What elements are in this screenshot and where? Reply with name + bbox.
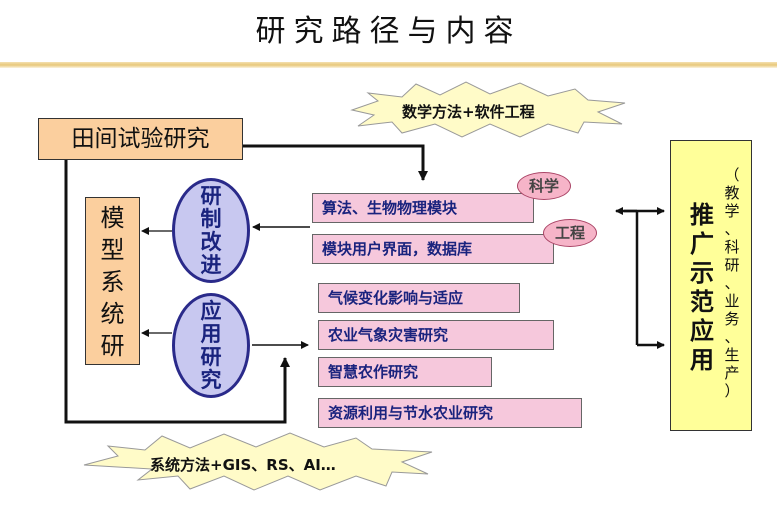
promo-sub-char: 产 (724, 364, 740, 382)
promo-sub-char: 、 (724, 328, 740, 346)
apply-item-box: 农业气象灾害研究 (318, 320, 554, 350)
promo-sub-char: 业 (724, 292, 740, 310)
field-study-box: 田间试验研究 (38, 118, 243, 160)
math-software-label: 数学方法+软件工程 (402, 103, 535, 121)
algorithm-module-box: 算法、生物物理模块 (312, 193, 534, 223)
model-char: 统 (100, 300, 125, 328)
promo-char: 推 (690, 201, 714, 229)
title-divider (0, 62, 777, 68)
develop-char: 制 (200, 207, 222, 231)
science-tag: 科学 (517, 172, 571, 200)
promo-char: 示 (690, 259, 714, 287)
apply-char: 研 (200, 345, 222, 369)
application-research-ellipse: 应 用 研 究 (172, 293, 250, 398)
system-methods-label: 系统方法+GIS、RS、AI… (150, 456, 336, 474)
apply-item-box: 气候变化影响与适应 (318, 283, 520, 313)
promo-sub-char: 生 (724, 346, 740, 364)
apply-item-box: 智慧农作研究 (318, 357, 492, 387)
model-char: 型 (100, 236, 125, 264)
promo-char: 广 (690, 230, 714, 258)
model-study-box: 模 型 系 统 研 (85, 197, 140, 365)
bottom-burst-shape (83, 432, 433, 491)
promo-sub-char: 务 (724, 310, 740, 328)
apply-char: 用 (200, 322, 222, 346)
promo-char: 用 (690, 346, 714, 374)
ui-database-box: 模块用户界面，数据库 (312, 234, 554, 264)
model-char: 研 (100, 332, 125, 360)
promo-sub-char: 科 (724, 238, 740, 256)
model-char: 系 (100, 268, 125, 296)
develop-improve-ellipse: 研 制 改 进 (172, 178, 250, 283)
promo-char: 应 (690, 317, 714, 345)
promo-char: 范 (690, 288, 714, 316)
promo-sub-char: 研 (724, 256, 740, 274)
top-burst-shape (350, 81, 626, 138)
develop-char: 进 (200, 253, 222, 277)
apply-char: 应 (200, 299, 222, 323)
page-title: 研究路径与内容 (255, 14, 522, 49)
promo-sub-char: 、 (724, 220, 740, 238)
promo-sub-char: 、 (724, 274, 740, 292)
promotion-subtitle: （ 教 学 、 科 研 、 业 务 、 生 产 ） (721, 166, 743, 400)
promotion-application-box: 推 广 示 范 应 用 （ 教 学 、 科 研 、 业 务 、 生 产 ） (670, 140, 752, 431)
promo-sub-char: 学 (724, 202, 740, 220)
apply-char: 究 (200, 368, 222, 392)
develop-char: 改 (200, 230, 222, 254)
model-char: 模 (100, 204, 125, 232)
promo-sub-char: 教 (724, 184, 740, 202)
promo-sub-char: （ (724, 166, 740, 184)
apply-item-box: 资源利用与节水农业研究 (318, 398, 582, 428)
promotion-title: 推 广 示 范 应 用 (687, 201, 717, 375)
promo-sub-char: ） (724, 382, 740, 400)
engineering-tag: 工程 (543, 219, 597, 247)
develop-char: 研 (200, 184, 222, 208)
